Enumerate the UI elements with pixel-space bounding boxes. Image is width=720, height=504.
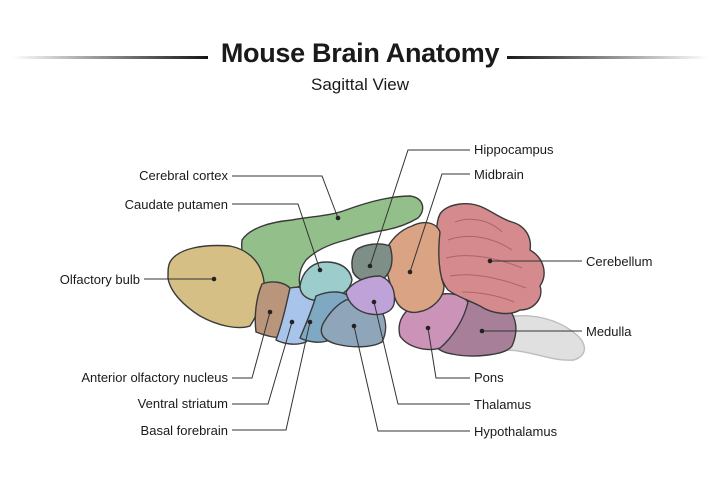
callout-lines bbox=[144, 149, 582, 432]
label-cerebellum: Cerebellum bbox=[586, 254, 652, 269]
cerebellum-fold-5 bbox=[461, 291, 515, 303]
label-thalamus: Thalamus bbox=[474, 397, 532, 412]
anchor-pons bbox=[425, 325, 431, 331]
label-cerebral-cortex: Cerebral cortex bbox=[139, 168, 228, 183]
cerebellum-fold-3 bbox=[445, 255, 523, 269]
diagram-title-text: Mouse Brain Anatomy bbox=[212, 38, 508, 68]
leader-ventral-striatum bbox=[232, 321, 293, 405]
label-midbrain: Midbrain bbox=[474, 167, 524, 182]
anchor-thalamus bbox=[371, 299, 377, 305]
leader-caudate-putamen bbox=[232, 203, 321, 271]
anchor-olfactory-bulb bbox=[211, 276, 217, 282]
leader-pons bbox=[427, 327, 470, 379]
label-caudate-putamen: Caudate putamen bbox=[125, 197, 228, 212]
leader-basal-forebrain bbox=[232, 321, 311, 431]
label-medulla: Medulla bbox=[586, 324, 632, 339]
label-pons: Pons bbox=[474, 370, 504, 385]
label-ventral-striatum: Ventral striatum bbox=[138, 396, 228, 411]
anchor-cerebral-cortex bbox=[335, 215, 341, 221]
olfactory-bulb-region bbox=[167, 244, 265, 329]
anchor-midbrain bbox=[407, 269, 413, 275]
caudate-putamen-region bbox=[299, 261, 353, 302]
leader-thalamus bbox=[373, 301, 470, 405]
label-hippocampus: Hippocampus bbox=[474, 142, 554, 157]
leader-cerebral-cortex bbox=[232, 175, 339, 219]
anchor-cerebellum bbox=[487, 258, 493, 264]
cerebellum-fold-4 bbox=[449, 274, 527, 289]
cerebellum-fold-1 bbox=[454, 218, 503, 233]
cerebellum-fold-2 bbox=[447, 235, 513, 251]
anchor-anterior-olfactory-nucleus bbox=[267, 309, 273, 315]
label-anterior-olfactory-nucleus: Anterior olfactory nucleus bbox=[81, 370, 228, 385]
anchor-basal-forebrain bbox=[307, 319, 313, 325]
label-olfactory-bulb: Olfactory bulb bbox=[60, 272, 140, 287]
leader-hypothalamus bbox=[353, 325, 470, 432]
label-hypothalamus: Hypothalamus bbox=[474, 424, 558, 439]
diagram-subtitle: Sagittal View bbox=[311, 75, 409, 94]
leader-midbrain bbox=[409, 173, 470, 273]
anchor-caudate-putamen bbox=[317, 267, 323, 273]
anchor-ventral-striatum bbox=[289, 319, 295, 325]
anchor-hippocampus bbox=[367, 263, 373, 269]
leader-anterior-olfactory-nucleus bbox=[232, 311, 271, 379]
spinal-cord-region bbox=[499, 315, 585, 361]
diagram-title: Mouse Brain Anatomy bbox=[0, 38, 720, 69]
anchor-medulla bbox=[479, 328, 485, 334]
leader-hippocampus bbox=[369, 149, 470, 267]
anchor-hypothalamus bbox=[351, 323, 357, 329]
label-basal-forebrain: Basal forebrain bbox=[141, 423, 228, 438]
title-rule-right bbox=[502, 56, 708, 59]
thalamus-region bbox=[345, 275, 396, 316]
title-rule-left bbox=[12, 56, 208, 59]
